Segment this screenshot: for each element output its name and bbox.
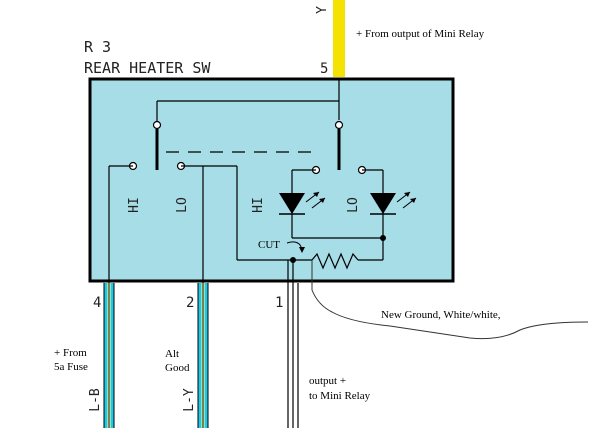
pin-2-label: 2	[186, 295, 194, 311]
left-hi-label: HI	[127, 197, 142, 213]
led-hi	[279, 191, 326, 215]
wire-pin4	[103, 283, 115, 428]
resistor	[311, 252, 359, 270]
component-ref: R 3	[84, 38, 111, 56]
switch-body	[88, 77, 455, 283]
left-switch-common-contact	[152, 120, 162, 130]
annotation-ground: New Ground, White/white,	[381, 309, 501, 321]
annotation-top: + From output of Mini Relay	[356, 28, 485, 40]
wire-pin1	[287, 260, 299, 428]
left-switch	[108, 100, 339, 283]
wire-color-pin2: L-Y	[182, 388, 197, 412]
annotation-relay-line1: output +	[309, 375, 346, 387]
annotation-alt-line1: Alt	[165, 348, 179, 360]
left-lo-label: LO	[175, 197, 190, 213]
pin-1-label: 1	[275, 295, 283, 311]
annotation-relay-line2: to Mini Relay	[309, 390, 371, 402]
wire-color-pin4: L-B	[88, 388, 103, 412]
annotation-fuse-line2: 5a Fuse	[54, 361, 88, 373]
wire-color-top: Y	[315, 6, 330, 14]
right-switch-common-contact	[334, 120, 344, 130]
annotation-alt-line2: Good	[165, 362, 190, 374]
right-hi-label: HI	[251, 197, 266, 213]
wire-yellow-top	[333, 0, 345, 77]
component-name: REAR HEATER SW	[84, 59, 211, 77]
wire-pin2	[197, 283, 209, 428]
led-lo	[370, 191, 417, 215]
ground-wire	[311, 260, 589, 340]
pin-5-label: 5	[320, 61, 328, 77]
annotation-fuse-line1: + From	[54, 347, 87, 359]
right-lo-label: LO	[346, 197, 361, 213]
pin-4-label: 4	[93, 295, 101, 311]
cut-label: CUT	[258, 239, 280, 251]
